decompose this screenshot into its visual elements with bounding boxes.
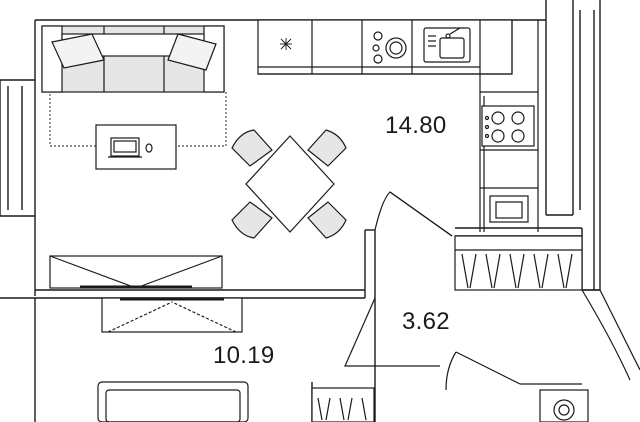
sofa	[41, 25, 225, 93]
laundry-unit	[311, 387, 375, 422]
coffee-table	[95, 124, 177, 170]
oven-icon	[489, 195, 529, 223]
sink-icon	[423, 27, 471, 63]
walls	[0, 0, 601, 422]
tv-stand	[49, 255, 223, 289]
washing-machine	[539, 389, 589, 422]
bed	[97, 381, 249, 422]
door-swings	[344, 191, 640, 391]
dishwasher-icon	[372, 31, 407, 64]
cooktop-icon	[481, 105, 535, 147]
bedroom-area: 10.19	[213, 342, 275, 369]
living-kitchen-area: 14.80	[385, 112, 447, 139]
bedroom-tv-stand	[101, 297, 243, 333]
wardrobe	[454, 235, 583, 291]
hallway-area: 3.62	[402, 308, 450, 335]
dining-table	[231, 129, 347, 239]
star-icon	[280, 38, 292, 50]
